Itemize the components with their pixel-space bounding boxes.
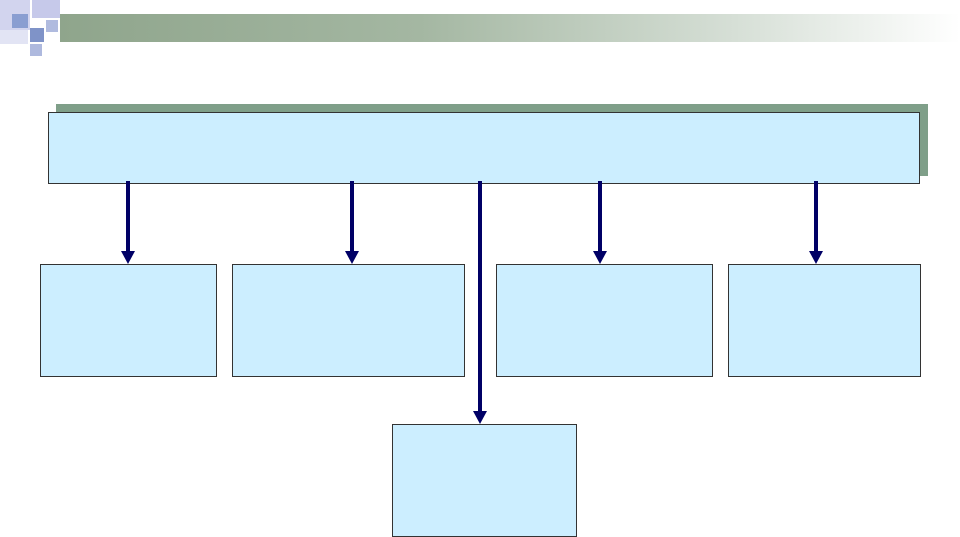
arrow-4 xyxy=(809,181,823,264)
decorative-square xyxy=(0,30,28,44)
child-box-5 xyxy=(392,424,577,537)
header-band xyxy=(60,14,960,42)
child-box-3 xyxy=(496,264,713,377)
arrow-2 xyxy=(345,181,359,264)
decorative-square xyxy=(32,0,60,18)
decorative-square xyxy=(46,20,58,32)
root-box xyxy=(48,112,920,184)
child-box-2 xyxy=(232,264,465,377)
decorative-square xyxy=(12,14,28,28)
arrow-5 xyxy=(473,181,487,424)
decorative-square xyxy=(30,28,44,42)
arrow-1 xyxy=(121,181,135,264)
decorative-square xyxy=(30,44,42,56)
arrow-3 xyxy=(593,181,607,264)
child-box-1 xyxy=(40,264,217,377)
child-box-4 xyxy=(728,264,921,377)
